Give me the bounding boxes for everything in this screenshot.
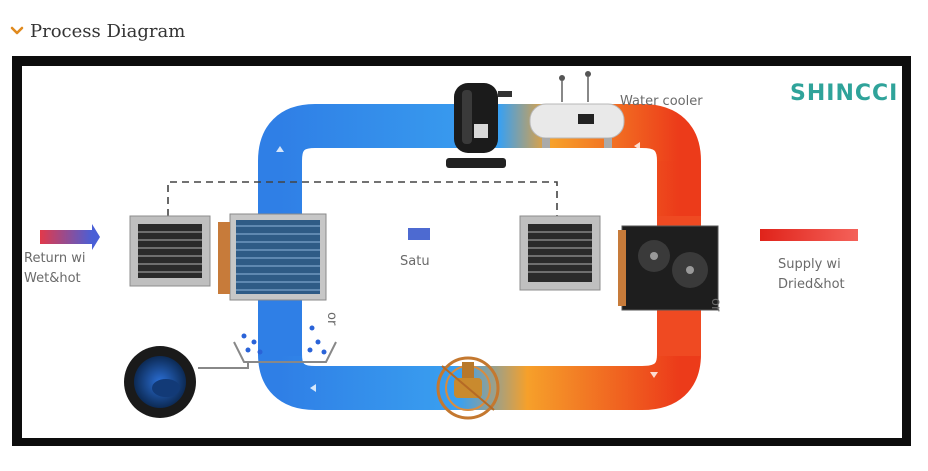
drain-outlet [124, 346, 196, 418]
return-air-arrow [40, 230, 92, 244]
saturation-marker [408, 228, 430, 240]
compressor [446, 83, 512, 168]
brand-logo: SHINCCI [790, 81, 898, 106]
flow-arrow-icon [634, 142, 640, 150]
return-air-label-1: Return wi [24, 251, 86, 266]
diagram-canvas: Water cooler SHINCCI Return wi Wet&hot [24, 71, 898, 420]
evaporator-coil [218, 213, 327, 301]
return-air-label-2: Wet&hot [24, 271, 81, 286]
supply-air-label-1: Supply wi [778, 257, 841, 272]
saturation-label: Satu [400, 254, 430, 269]
flow-arrow-icon [310, 384, 316, 392]
refrigerant-loop-bottom [258, 161, 701, 410]
condenser-fan-unit [618, 225, 719, 311]
air-duct-dashed [167, 181, 558, 216]
air-filter-left [129, 215, 211, 287]
flow-arrow-icon [650, 372, 658, 378]
process-diagram: Water cooler SHINCCI Return wi Wet&hot [22, 66, 902, 438]
supply-air-arrow [760, 229, 858, 241]
condensate-tray [198, 341, 337, 369]
water-drop-icons [241, 325, 327, 355]
water-cooler-tank [529, 71, 625, 148]
condenser-label-fragment: or [708, 298, 723, 312]
evaporator-label-fragment: or [324, 312, 339, 326]
section-title: Process Diagram [30, 20, 186, 42]
water-cooler-label: Water cooler [620, 94, 703, 109]
flow-arrow-icon [276, 146, 284, 152]
chevron-down-icon[interactable] [10, 24, 24, 38]
expansion-valve [436, 356, 500, 420]
section-header[interactable]: Process Diagram [10, 18, 185, 44]
supply-air-label-2: Dried&hot [778, 277, 845, 292]
air-filter-right [519, 215, 601, 291]
